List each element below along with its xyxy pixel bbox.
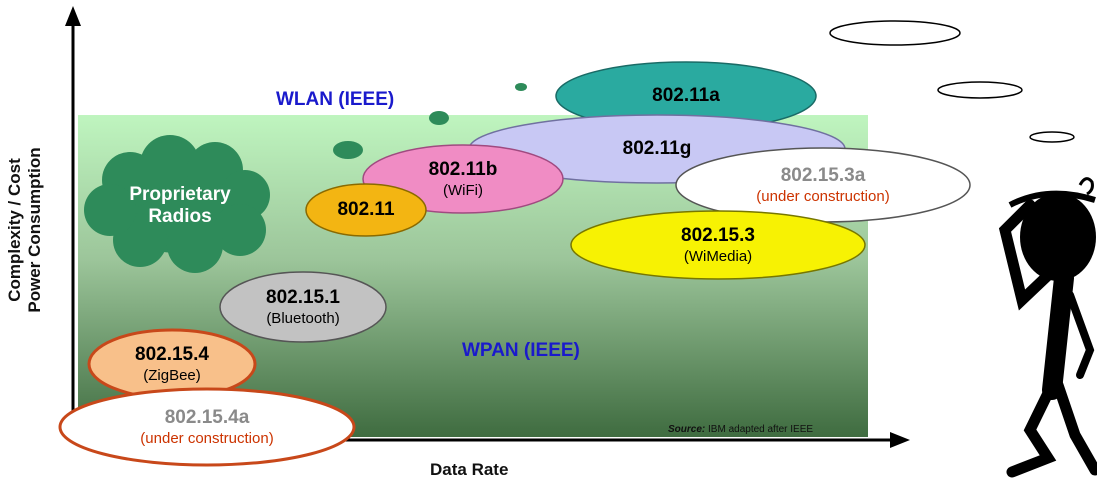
thought-bubble-1 <box>1029 131 1075 143</box>
y-axis-arrow <box>65 6 81 26</box>
label-80211g: 802.11g <box>469 115 845 183</box>
name-80211a: 802.11a <box>652 85 720 106</box>
y-axis-title: Complexity / Cost Power Consumption <box>5 125 45 335</box>
name-802151: 802.15.1 <box>266 286 340 308</box>
name-802153a: 802.15.3a <box>780 164 866 186</box>
source-text: IBM adapted after IEEE <box>705 424 814 435</box>
proprietary-line2: Radios <box>148 206 212 227</box>
proprietary-cloud-shape <box>84 135 270 273</box>
y-axis-title-line2: Power Consumption <box>25 147 44 313</box>
label-802151: 802.15.1 (Bluetooth) <box>220 272 386 342</box>
thought-bubble-3 <box>829 20 961 46</box>
name-80211: 802.11 <box>337 199 395 220</box>
sub-802153a: (under construction) <box>756 187 890 205</box>
sub-802154: (ZigBee) <box>143 366 201 384</box>
name-80211b: 802.11b <box>428 158 498 180</box>
ellipse-80211 <box>305 183 427 237</box>
label-802153a: 802.15.3a (under construction) <box>676 148 970 222</box>
name-80211g: 802.11g <box>622 138 692 159</box>
label-802154: 802.15.4 (ZigBee) <box>89 330 255 398</box>
wpan-label: WPAN (IEEE) <box>462 340 580 361</box>
label-802154a: 802.15.4a (under construction) <box>60 389 354 465</box>
ellipse-802153 <box>570 210 866 280</box>
wlan-label: WLAN (IEEE) <box>276 89 395 110</box>
name-802154: 802.15.4 <box>135 343 209 365</box>
x-axis-arrow <box>890 432 910 448</box>
name-802154a: 802.15.4a <box>164 406 250 428</box>
bubble-small-1 <box>333 141 363 159</box>
bubble-small-2 <box>429 111 449 125</box>
sub-802151: (Bluetooth) <box>266 309 340 327</box>
proprietary-radios-label: Proprietary Radios <box>100 172 260 240</box>
y-axis-title-line1: Complexity / Cost <box>5 158 24 302</box>
name-802153: 802.15.3 <box>681 224 755 246</box>
sub-802153: (WiMedia) <box>683 247 753 265</box>
sub-802154a: (under construction) <box>140 429 274 447</box>
source-label: Source: <box>668 424 706 435</box>
label-80211a: 802.11a <box>556 62 816 130</box>
source-credit: Source: IBM adapted after IEEE <box>668 424 813 435</box>
thought-bubble-2 <box>937 81 1023 99</box>
ellipse-802154a <box>58 387 356 467</box>
label-802153: 802.15.3 (WiMedia) <box>571 211 865 279</box>
x-axis-title: Data Rate <box>430 460 509 479</box>
label-80211: 802.11 <box>306 184 426 236</box>
label-80211b: 802.11b (WiFi) <box>363 145 563 213</box>
sub-80211b: (WiFi) <box>443 181 483 199</box>
confused-person-illustration <box>998 177 1097 478</box>
bubble-small-3 <box>515 83 527 91</box>
ellipse-802151 <box>219 271 387 343</box>
proprietary-line1: Proprietary <box>129 184 231 205</box>
